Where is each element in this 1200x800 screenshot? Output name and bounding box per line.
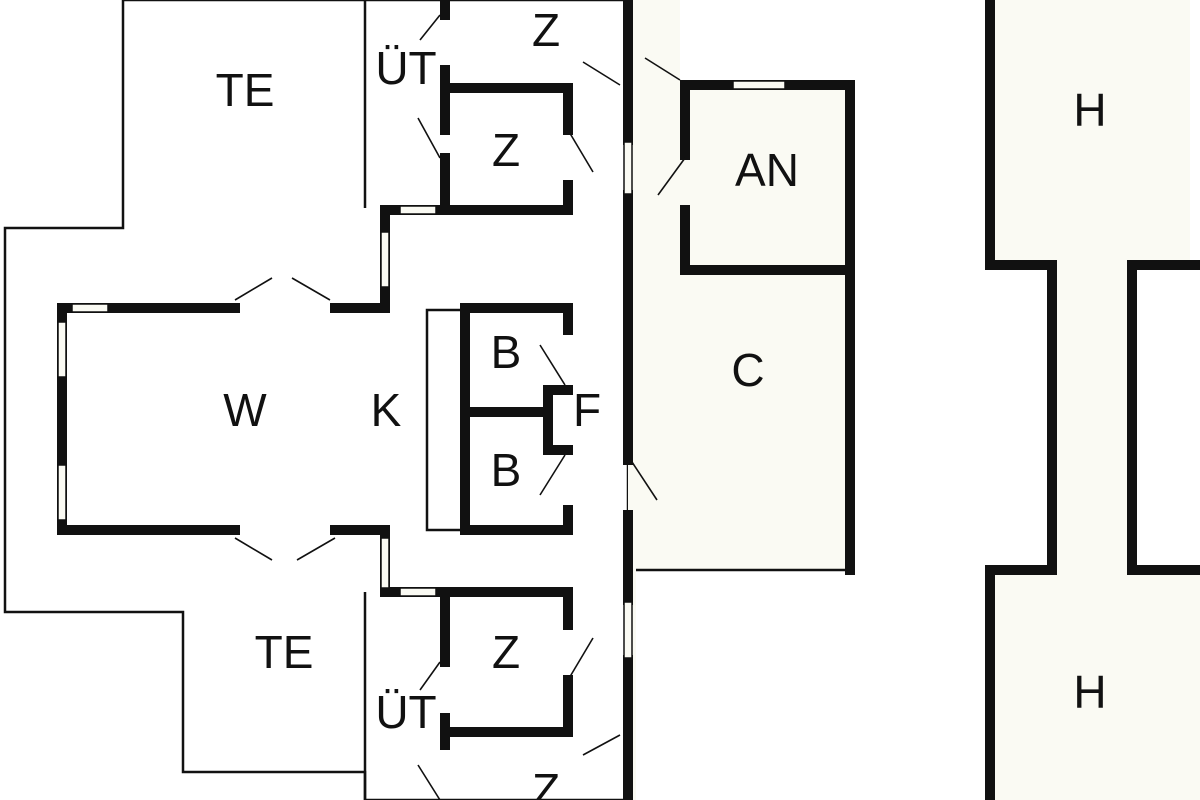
room-label-an: AN <box>735 144 799 196</box>
room-label-b2: B <box>491 444 522 496</box>
room-label-z-bottom1: Z <box>492 626 520 678</box>
room-label-z-bottom2: Z <box>532 764 560 800</box>
floor-areas <box>3 0 1200 800</box>
room-label-w: W <box>223 384 267 436</box>
room-label-te-bottom: TE <box>255 626 314 678</box>
room-label-ut-top: ÜT <box>375 42 436 94</box>
room-labels: TE ÜT Z Z AN W K B F B C TE Z ÜT Z H H <box>216 4 1107 800</box>
room-label-h-bottom: H <box>1073 666 1106 718</box>
room-label-z-top1: Z <box>532 4 560 56</box>
room-label-te-top: TE <box>216 64 275 116</box>
room-label-k: K <box>371 384 402 436</box>
room-label-ut-bottom: ÜT <box>375 686 436 738</box>
room-label-f: F <box>573 384 601 436</box>
doors <box>234 14 686 800</box>
windows <box>57 80 786 659</box>
room-label-z-top2: Z <box>492 124 520 176</box>
room-label-h-top: H <box>1073 84 1106 136</box>
room-label-b1: B <box>491 326 522 378</box>
room-label-c: C <box>731 344 764 396</box>
